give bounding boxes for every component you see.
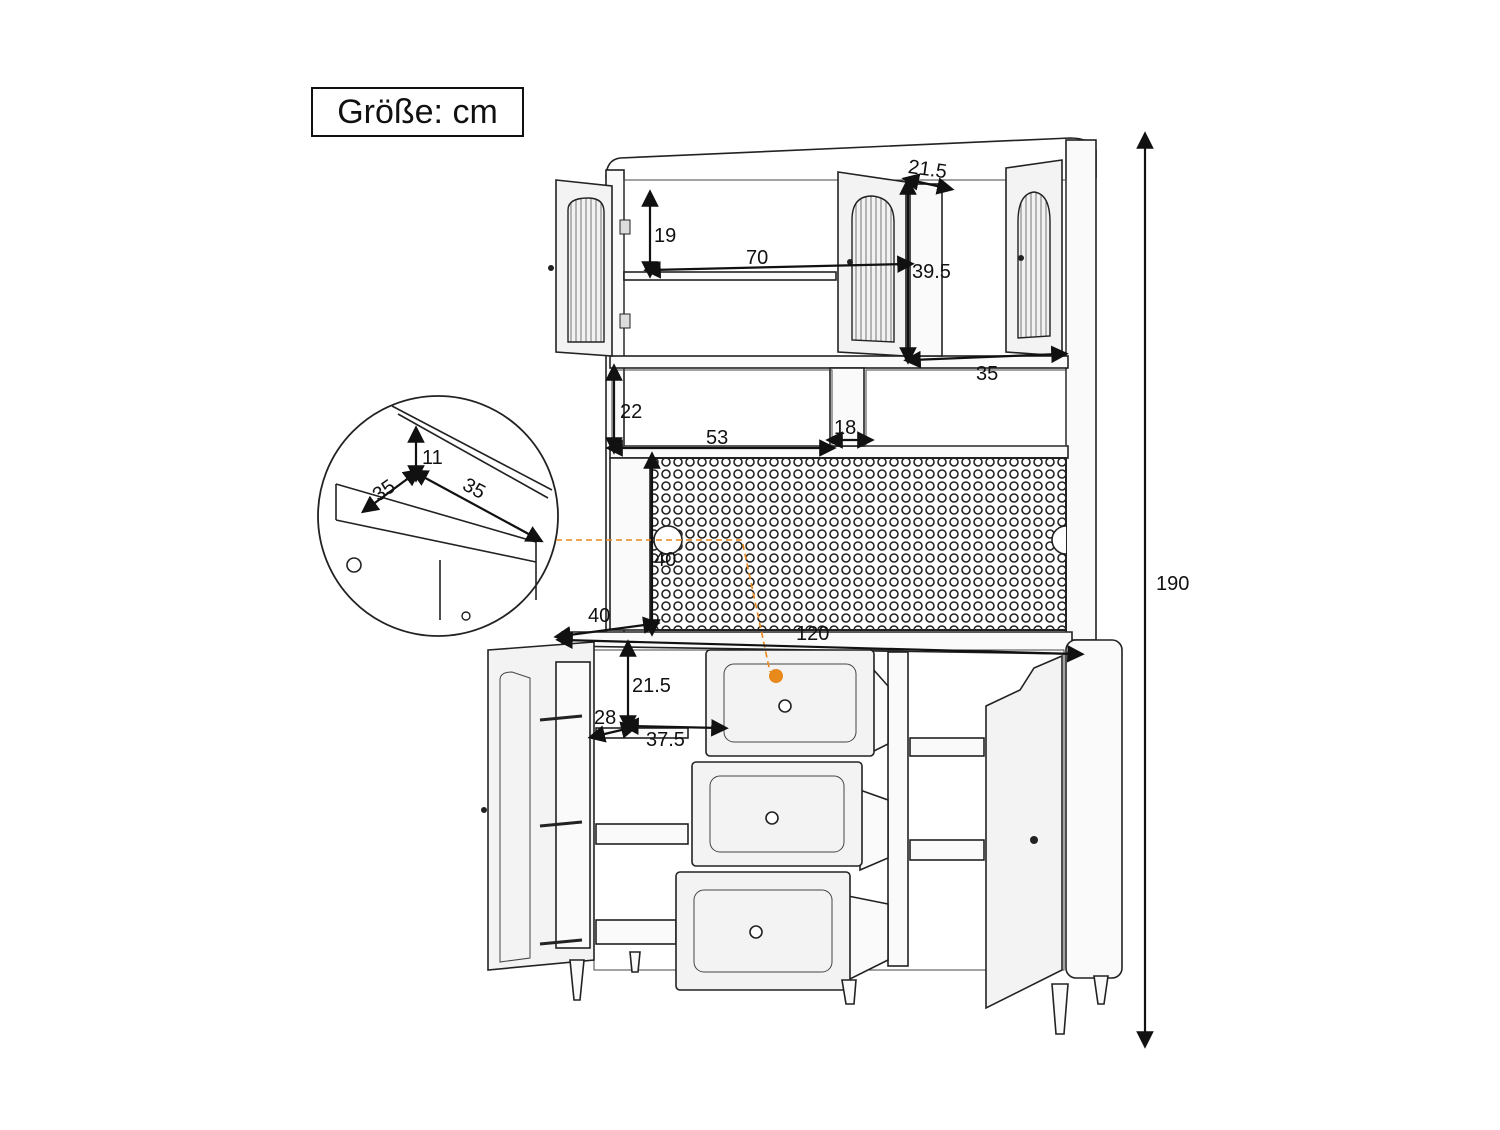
- dimension-labels: 21.5 19 70 39.5 35 22 53 18 40 40 120 21…: [588, 156, 1189, 751]
- screw-icon: [461, 611, 471, 621]
- callout-dot: [769, 669, 783, 683]
- dim-40-depth: 40: [588, 605, 610, 627]
- rack-bar: [539, 714, 583, 722]
- door-knob-icon: [481, 807, 487, 813]
- drawer-knob-icon: [765, 811, 779, 825]
- lower-left-shelf: [595, 919, 677, 945]
- leg: [841, 979, 857, 1005]
- lower-right-shelf: [909, 737, 985, 757]
- dim-40-back: 40: [654, 549, 676, 571]
- drawer-knob-icon: [346, 557, 362, 573]
- lower-center-divider: [887, 651, 909, 967]
- leg: [1093, 975, 1109, 1005]
- arrow-35-depth: [410, 469, 544, 543]
- dim-19: 19: [654, 225, 676, 247]
- drawer-bottom: [675, 871, 889, 991]
- pegboard-side: [609, 457, 651, 631]
- hinge-icon: [619, 313, 631, 329]
- lower-right-shelf: [909, 839, 985, 861]
- open-shelf-right-space: [865, 369, 1067, 447]
- upper-compartment-bottom: [609, 355, 1069, 369]
- unit-title: Größe: cm: [311, 87, 524, 137]
- drawer-top: [705, 649, 889, 757]
- door-knob-icon: [847, 259, 853, 265]
- leg: [1051, 983, 1069, 1035]
- dim-35-right: 35: [976, 363, 998, 385]
- dim-21-5-lower: 21.5: [632, 675, 671, 697]
- drawer-knob-icon: [749, 925, 763, 939]
- drawer-middle: [691, 761, 889, 872]
- rack-bar: [539, 820, 583, 828]
- dim-28: 28: [594, 707, 616, 729]
- door-knob-icon: [1030, 836, 1038, 844]
- door-knob-icon: [548, 265, 554, 271]
- dim-37-5: 37.5: [646, 729, 685, 751]
- pegboard: [649, 457, 1067, 631]
- lower-left-shelf: [595, 823, 689, 845]
- drawer-detail-callout: 11 35 35: [317, 395, 559, 637]
- lower-cabinet: [481, 639, 1123, 1035]
- drawer-knob-icon: [778, 699, 792, 713]
- dimension-arrows: [553, 131, 1154, 1049]
- hutch-right-side: [1065, 139, 1097, 641]
- leg: [629, 951, 641, 973]
- dim-22: 22: [620, 401, 642, 423]
- dim-53: 53: [706, 427, 728, 449]
- dim-18: 18: [834, 417, 856, 439]
- dim-21-5-top: 21.5: [907, 156, 949, 183]
- left-glass-door: [548, 179, 631, 357]
- right-glass-door: [1005, 159, 1063, 357]
- top-shelf-left: [623, 271, 837, 281]
- detail-circle: [317, 395, 559, 637]
- hinge-icon: [619, 219, 631, 235]
- upper-hutch: [548, 137, 1097, 641]
- lower-left-door-panel: [499, 671, 531, 963]
- dim-70: 70: [746, 247, 768, 269]
- leg: [569, 959, 585, 1001]
- dim-39-5: 39.5: [912, 261, 951, 283]
- arrow-35-width: [360, 468, 422, 514]
- rack-bar: [539, 938, 583, 946]
- dim-11: 11: [422, 447, 443, 469]
- cable-hole-icon: [1051, 525, 1067, 555]
- door-knob-icon: [1018, 255, 1024, 261]
- callout-line: [556, 539, 771, 673]
- dim-120: 120: [796, 623, 829, 645]
- lower-right-door: [985, 654, 1063, 1010]
- dim-190: 190: [1156, 573, 1189, 595]
- lower-right-side: [1065, 639, 1123, 979]
- door-rack: [555, 661, 591, 949]
